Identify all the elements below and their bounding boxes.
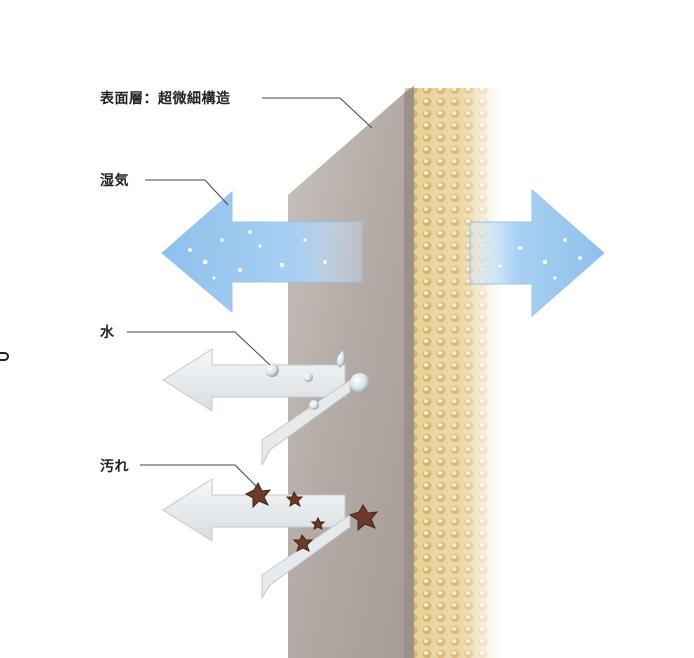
surface-layer-label: 表面層：超微細構造 xyxy=(100,91,231,107)
dirt-label: 汚れ xyxy=(100,459,129,475)
moisture-arrow-left xyxy=(161,190,363,314)
moisture-arrow-right xyxy=(469,188,605,318)
water-label: 水 xyxy=(100,325,115,341)
dirt-repel-arrow xyxy=(162,478,351,600)
water-repel-arrow xyxy=(162,348,351,466)
dirt-particle-icon xyxy=(244,481,379,552)
leader-lines xyxy=(127,97,373,489)
edge-glyph xyxy=(0,352,9,361)
droplet-icon xyxy=(265,350,370,410)
moisture-label: 湿気 xyxy=(100,173,129,189)
foam-core-layer xyxy=(405,88,500,658)
